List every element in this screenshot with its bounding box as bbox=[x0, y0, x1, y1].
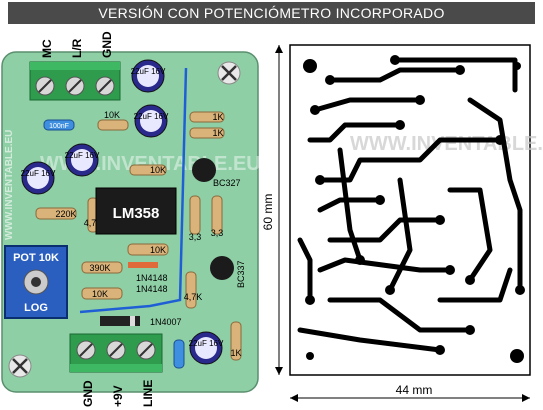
terminal-block-top bbox=[29, 61, 121, 101]
height-label: 60 mm bbox=[261, 194, 275, 231]
title-banner: VERSIÓN CON POTENCIÓMETRO INCORPORADO bbox=[8, 2, 535, 24]
transistor-bc327: BC327 bbox=[192, 158, 241, 188]
svg-text:4,7K: 4,7K bbox=[84, 218, 103, 228]
terminal-label-gnd-top: GND bbox=[100, 31, 114, 58]
width-dimension: 44 mm bbox=[290, 383, 530, 402]
pot-taper: LOG bbox=[24, 302, 48, 314]
diode-1n4148-b: 1N4148 bbox=[136, 284, 168, 294]
svg-text:22uF 16V: 22uF 16V bbox=[65, 151, 100, 160]
terminal-label-gnd-bottom: GND bbox=[81, 380, 95, 407]
capacitor-2: 22uF 16V bbox=[134, 104, 169, 138]
svg-text:1N4007: 1N4007 bbox=[150, 317, 182, 327]
svg-text:22uF 16V: 22uF 16V bbox=[134, 112, 169, 121]
svg-text:22uF 16V: 22uF 16V bbox=[189, 339, 224, 348]
svg-text:3,3: 3,3 bbox=[189, 232, 202, 242]
transistor-bc337: BC337 bbox=[210, 256, 246, 288]
svg-text:1N4148: 1N4148 bbox=[136, 284, 168, 294]
svg-text:1K: 1K bbox=[212, 112, 223, 122]
terminal-label-lr: L/R bbox=[70, 38, 84, 58]
width-label: 44 mm bbox=[396, 383, 433, 397]
svg-text:22uF 16V: 22uF 16V bbox=[21, 169, 56, 178]
height-dimension: 60 mm bbox=[261, 45, 283, 375]
svg-text:10K: 10K bbox=[104, 110, 120, 120]
ic-lm358: LM358 bbox=[95, 187, 177, 235]
potentiometer: POT 10K LOG bbox=[4, 245, 68, 319]
terminal-label-mc: MC bbox=[40, 39, 54, 58]
watermark-right: WWW.INVENTABLE.EU bbox=[350, 133, 543, 155]
svg-text:10K: 10K bbox=[150, 245, 166, 255]
svg-text:3,3: 3,3 bbox=[211, 228, 224, 238]
terminal-label-line: LINE bbox=[141, 380, 155, 407]
jumper-wire bbox=[79, 67, 188, 314]
capacitor-3: 22uF 16V bbox=[65, 143, 100, 177]
pcb-layout: WWW.INVENTABLE.EU bbox=[261, 44, 543, 402]
terminal-label-9v: +9V bbox=[111, 385, 125, 407]
diode-1n4148-a: 1N4148 bbox=[128, 262, 168, 283]
svg-text:BC327: BC327 bbox=[213, 178, 241, 188]
svg-text:1K: 1K bbox=[230, 348, 241, 358]
svg-text:390K: 390K bbox=[89, 263, 110, 273]
capacitor-4: 22uF 16V bbox=[21, 161, 56, 195]
svg-text:220K: 220K bbox=[55, 209, 76, 219]
capacitor-1: 22uF 16V bbox=[131, 59, 166, 93]
terminal-block-bottom bbox=[69, 333, 163, 373]
svg-text:10K: 10K bbox=[150, 165, 166, 175]
capacitor-100nf-1: 100nF bbox=[43, 119, 75, 131]
svg-text:1K: 1K bbox=[212, 128, 223, 138]
svg-text:BC337: BC337 bbox=[236, 260, 246, 288]
capacitor-100nf-2 bbox=[173, 339, 185, 369]
capacitor-5: 22uF 16V bbox=[189, 331, 224, 365]
svg-text:22uF 16V: 22uF 16V bbox=[131, 67, 166, 76]
svg-text:1N4148: 1N4148 bbox=[136, 273, 168, 283]
component-board: WWW.INVENTABLE.EU WWW.INVENTABLE.EU MC L… bbox=[1, 31, 261, 407]
mount-hole-top bbox=[217, 61, 241, 85]
ic-label: LM358 bbox=[113, 205, 160, 222]
pot-label: POT 10K bbox=[13, 252, 59, 264]
mount-hole-bottom bbox=[8, 354, 32, 378]
svg-text:100nF: 100nF bbox=[49, 123, 69, 130]
svg-text:10K: 10K bbox=[92, 289, 108, 299]
diode-1n4007: 1N4007 bbox=[100, 316, 182, 327]
svg-text:4,7K: 4,7K bbox=[184, 292, 203, 302]
watermark-side: WWW.INVENTABLE.EU bbox=[4, 130, 15, 240]
